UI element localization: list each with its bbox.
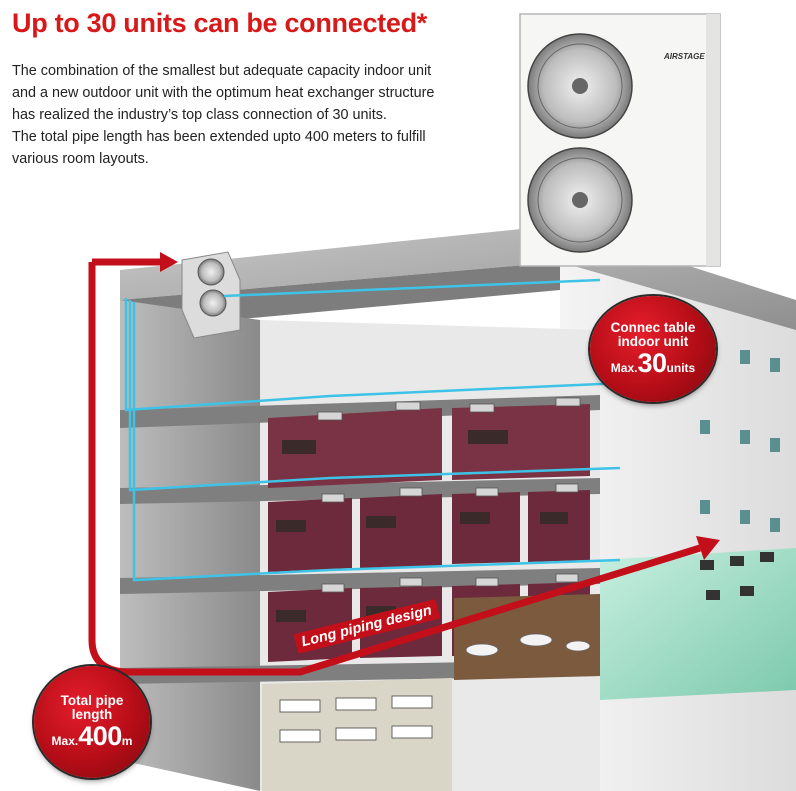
badge-units-line1: Connec table — [610, 319, 696, 335]
headline: Up to 30 units can be connected* — [12, 8, 427, 38]
cafeteria-tables — [700, 552, 774, 600]
badge-pipe-max: Max.400m — [52, 722, 133, 750]
description-line: and a new outdoor unit with the optimum … — [12, 85, 435, 101]
badge-units-max-prefix: Max. — [610, 361, 638, 375]
total-pipe-length-badge: Total pipe length Max.400m — [34, 666, 150, 778]
description-paragraph: The combination of the smallest but adeq… — [12, 60, 502, 170]
badge-pipe-unit: m — [121, 734, 133, 748]
airstage-logo: AIRSTAGE — [664, 52, 705, 61]
description-line: The combination of the smallest but adeq… — [12, 63, 432, 79]
badge-pipe-line2: length — [71, 706, 113, 722]
badge-units-value: 30 — [637, 348, 667, 378]
badge-pipe-max-prefix: Max. — [51, 734, 79, 748]
badge-pipe-line1: Total pipe — [60, 692, 124, 708]
indoor-units — [317, 397, 581, 593]
large-outdoor-unit — [519, 13, 721, 267]
description-line: The total pipe length has been extended … — [12, 129, 426, 145]
red-pipe-arrow — [88, 252, 720, 676]
connectable-units-badge: Connec table indoor unit Max.30units — [590, 296, 716, 402]
office-desks — [279, 695, 433, 743]
roof-outdoor-unit — [181, 251, 241, 339]
badge-units-unit: units — [666, 361, 696, 375]
badge-units-line2: indoor unit — [617, 333, 689, 349]
description-line: various room layouts. — [12, 151, 149, 167]
description-line: has realized the industry’s top class co… — [12, 107, 387, 123]
badge-units-max: Max.30units — [611, 349, 695, 377]
badge-pipe-value: 400 — [78, 721, 122, 751]
banquet-tables — [465, 633, 591, 657]
